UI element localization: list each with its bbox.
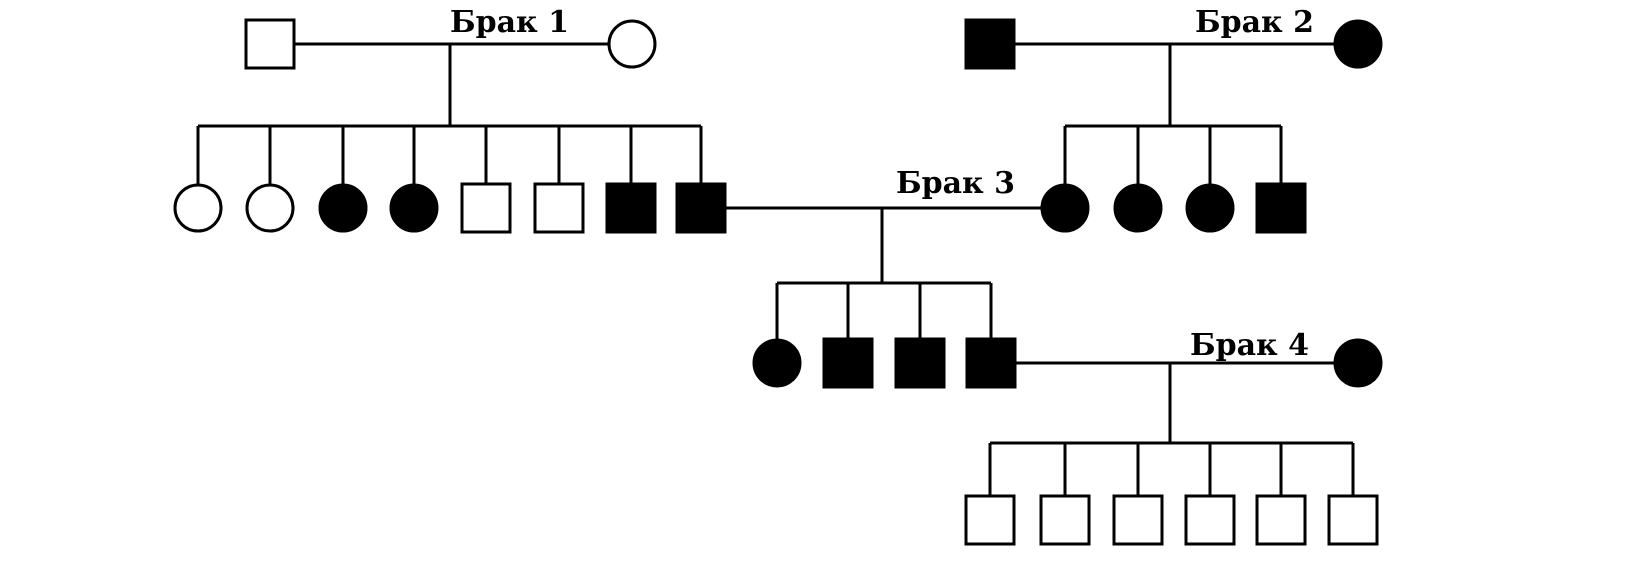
affected-female-circle <box>1333 19 1383 69</box>
unaffected-male-square <box>964 494 1016 546</box>
affected-female-circle <box>1185 183 1235 233</box>
unaffected-male-square <box>533 182 585 234</box>
marriage-2-label: Брак 2 <box>1195 5 1314 40</box>
unaffected-male-square <box>1255 494 1307 546</box>
affected-female-circle <box>1113 183 1163 233</box>
affected-male-square <box>675 182 727 234</box>
pedigree-symbols <box>173 18 1383 546</box>
unaffected-male-square <box>1112 494 1164 546</box>
unaffected-male-square <box>460 182 512 234</box>
unaffected-male-square <box>1039 494 1091 546</box>
unaffected-male-square <box>1327 494 1379 546</box>
affected-male-square <box>965 337 1017 389</box>
marriage-1-label: Брак 1 <box>450 5 569 40</box>
affected-male-square <box>894 337 946 389</box>
unaffected-female-circle <box>607 19 657 69</box>
affected-male-square <box>964 18 1016 70</box>
unaffected-female-circle <box>173 183 223 233</box>
affected-male-square <box>1255 182 1307 234</box>
pedigree-lines <box>196 42 1355 496</box>
marriage-4-label: Брак 4 <box>1190 328 1309 363</box>
affected-female-circle <box>1333 338 1383 388</box>
affected-female-circle <box>389 183 439 233</box>
unaffected-male-square <box>1184 494 1236 546</box>
unaffected-male-square <box>244 18 296 70</box>
marriage-labels: Брак 1 Брак 2 Брак 3 Брак 4 <box>450 5 1314 363</box>
marriage-3-label: Брак 3 <box>896 166 1015 201</box>
affected-female-circle <box>752 338 802 388</box>
affected-male-square <box>822 337 874 389</box>
unaffected-female-circle <box>245 183 295 233</box>
affected-female-circle <box>318 183 368 233</box>
affected-female-circle <box>1040 183 1090 233</box>
affected-male-square <box>605 182 657 234</box>
